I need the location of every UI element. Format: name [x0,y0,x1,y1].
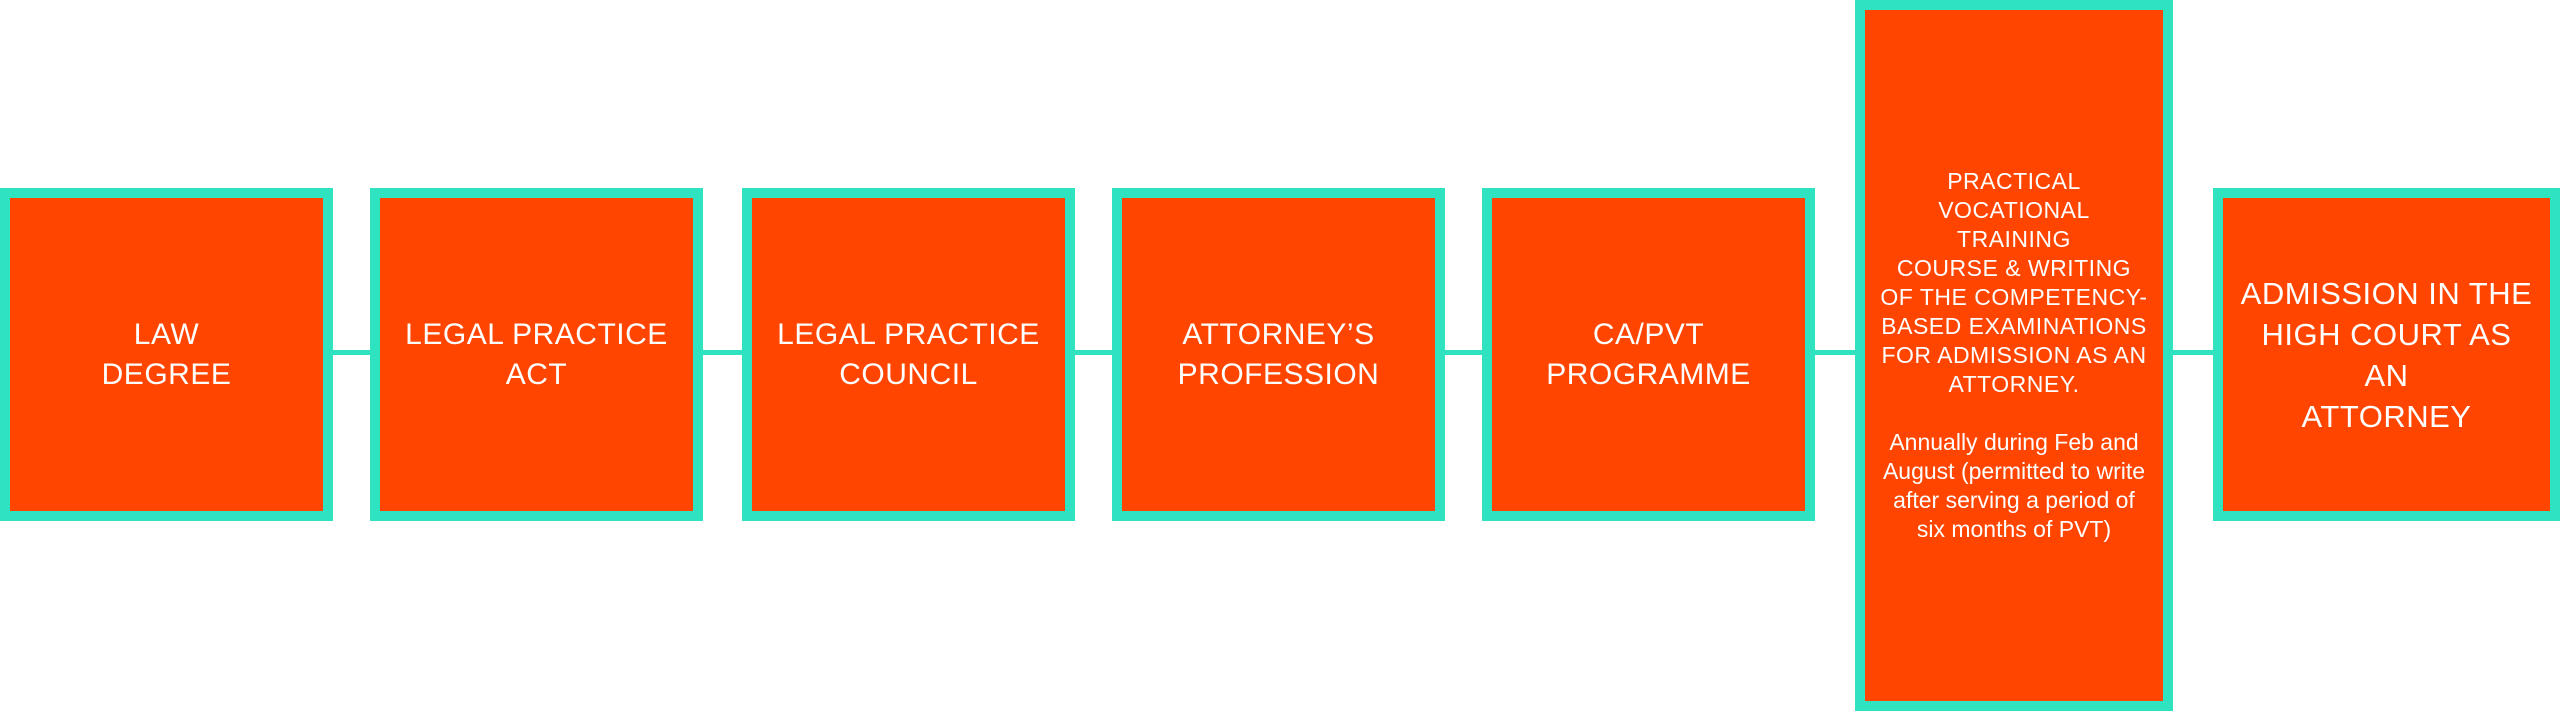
connector-1-2 [333,350,370,355]
step-label: LEGAL PRACTICE ACT [405,317,668,391]
step-admission-high-court: ADMISSION IN THE HIGH COURT AS AN ATTORN… [2213,188,2560,521]
connector-5-6 [1815,350,1855,355]
connector-4-5 [1445,350,1482,355]
step-label: PRACTICAL VOCATIONAL TRAINING COURSE & W… [1880,168,2148,397]
step-attorneys-profession: ATTORNEY’S PROFESSION [1112,188,1445,521]
connector-6-7 [2173,350,2213,355]
step-label: ATTORNEY’S PROFESSION [1177,317,1380,391]
step-law-degree: LAW DEGREE [0,188,333,521]
step-legal-practice-council: LEGAL PRACTICE COUNCIL [742,188,1075,521]
connector-2-3 [703,350,742,355]
connector-3-4 [1075,350,1112,355]
step-practical-vocational-training: PRACTICAL VOCATIONAL TRAINING COURSE & W… [1855,0,2173,711]
step-ca-pvt-programme: CA/PVT PROGRAMME [1482,188,1815,521]
step-legal-practice-act: LEGAL PRACTICE ACT [370,188,703,521]
step-label: ADMISSION IN THE HIGH COURT AS AN ATTORN… [2240,275,2533,434]
step-label: LEGAL PRACTICE COUNCIL [777,317,1040,391]
step-label: LAW DEGREE [101,317,232,391]
step-note: Annually during Feb and August (permitte… [1882,429,2146,542]
step-label: CA/PVT PROGRAMME [1546,317,1751,391]
